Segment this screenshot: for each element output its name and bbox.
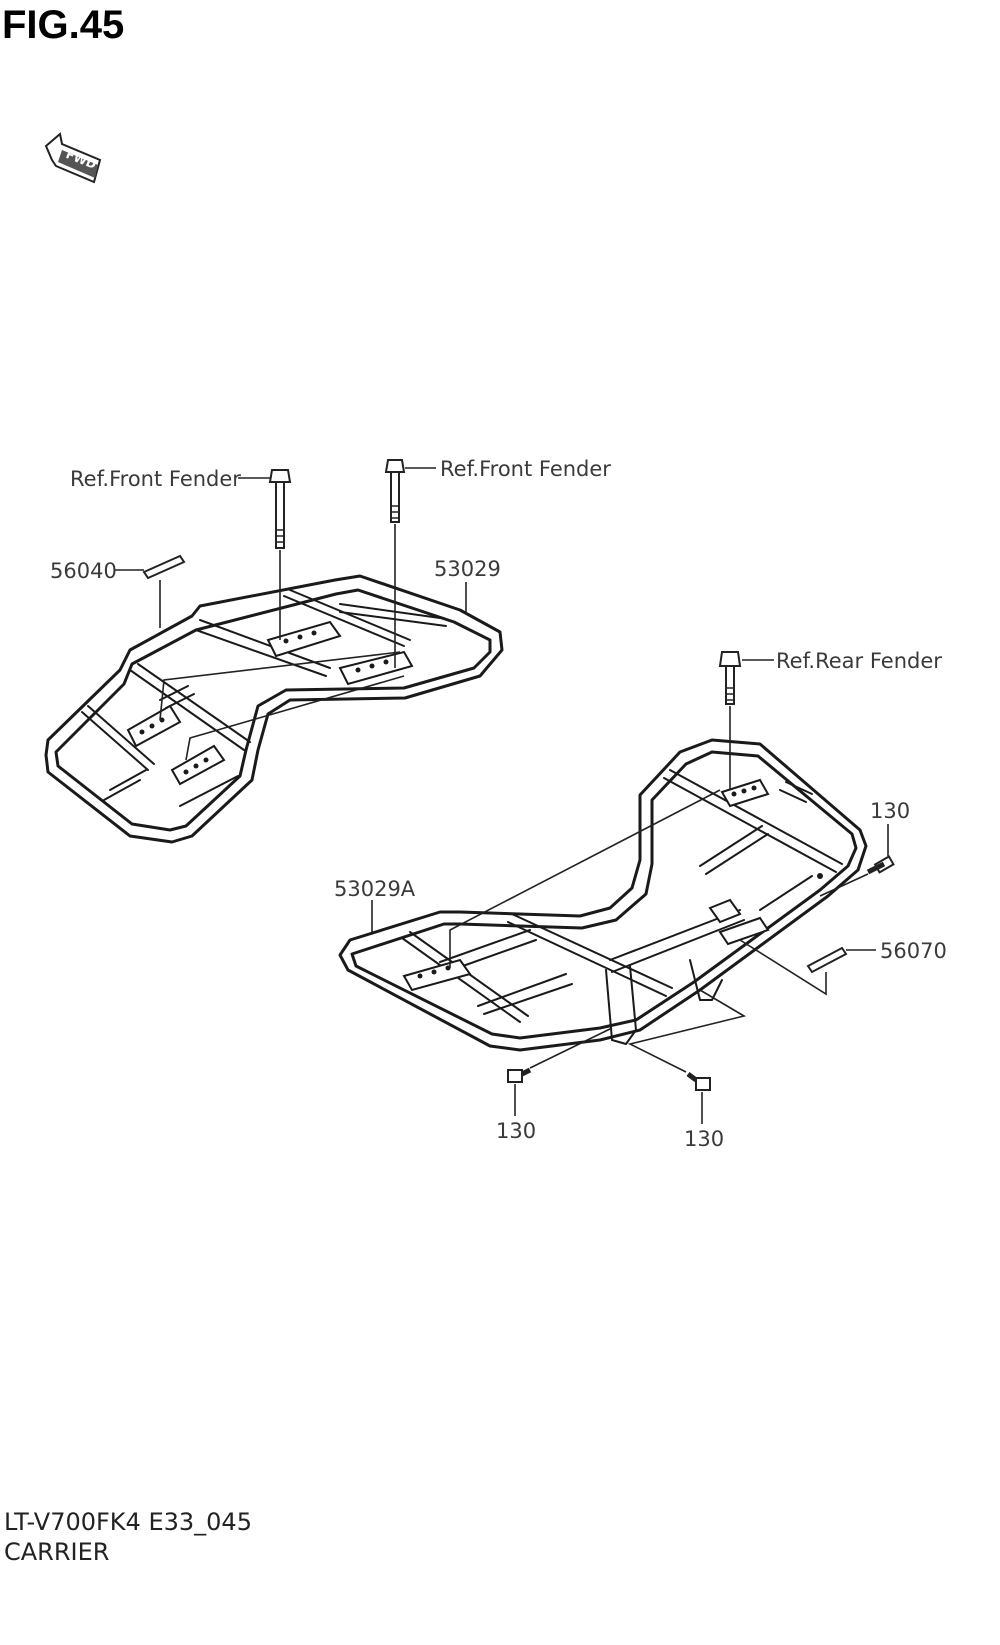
footer-section-title: CARRIER (4, 1538, 109, 1566)
label-part-56040: 56040 (50, 559, 117, 583)
label-part-53029a: 53029A (334, 877, 416, 901)
label-part-56070: 56070 (880, 939, 947, 963)
label-ref-front-fender-right: Ref.Front Fender (440, 457, 611, 481)
label-part-53029: 53029 (434, 557, 501, 581)
bolt-130-bottom-left-icon (507, 1067, 532, 1083)
label-ref-rear-fender: Ref.Rear Fender (776, 649, 942, 673)
bolt-130-bottom-right-icon (686, 1072, 711, 1091)
label-part-130-bottom-right: 130 (684, 1127, 724, 1151)
rear-carrier-53029A (338, 738, 868, 1052)
label-part-130-right: 130 (870, 799, 910, 823)
front-carrier-53029 (44, 574, 504, 844)
bolt-130-right-icon (866, 855, 895, 875)
label-56070-icon (806, 946, 848, 974)
fwd-arrow-icon: FWD (44, 132, 102, 184)
bolt-front-right-icon (384, 459, 406, 668)
bolt-front-left-icon (268, 469, 292, 640)
label-part-130-bottom-left: 130 (496, 1119, 536, 1143)
footer-model-code: LT-V700FK4 E33_045 (4, 1508, 252, 1536)
figure-title: FIG.45 (2, 3, 124, 47)
label-ref-front-fender-left: Ref.Front Fender (70, 467, 241, 491)
label-56040-icon (142, 554, 186, 580)
bolt-rear-icon (718, 651, 742, 790)
